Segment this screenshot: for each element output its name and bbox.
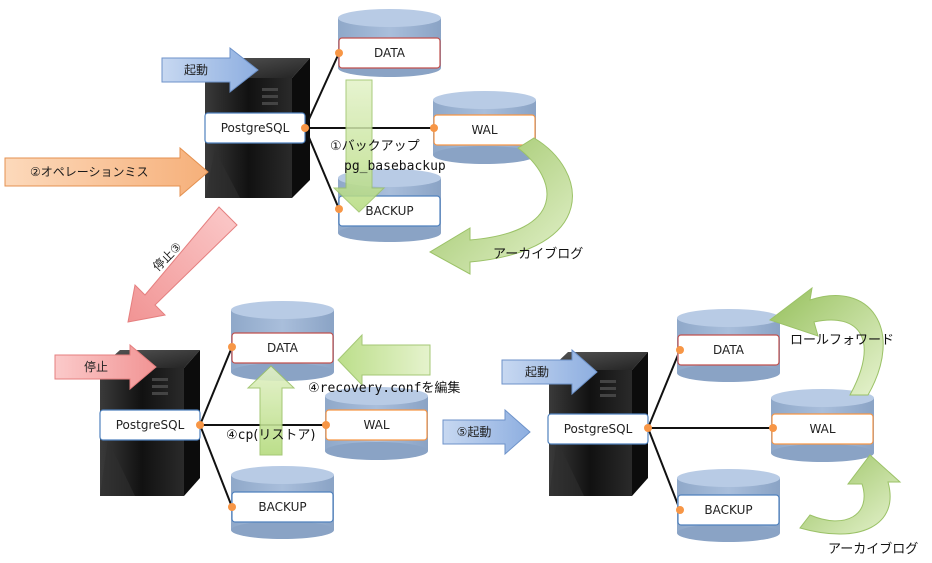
start-arrow-3-label: 起動: [524, 365, 549, 379]
connector-dots-3: [644, 346, 777, 514]
db-wal-3: [771, 389, 874, 462]
edit-note: ④recovery.confを編集: [308, 381, 460, 397]
stop-diagonal-arrow: [127, 206, 238, 323]
start-arrow-2: [442, 408, 531, 456]
scene3: [501, 286, 902, 542]
db-wal-2-label: WAL: [363, 418, 390, 432]
connector-dots-2: [196, 343, 330, 511]
connector-dots-1: [301, 49, 438, 213]
copy-note: ④cp(リストア): [226, 428, 315, 444]
db-data-3: [677, 309, 780, 382]
rollforward-curved-arrow: [768, 286, 884, 396]
stop-arrow-label: 停止: [83, 360, 108, 374]
copy-note-code: cp: [237, 428, 254, 443]
backup-note-line2: pg_basebackup: [344, 159, 446, 174]
db-wal-2: [325, 387, 428, 460]
archive-label-1: アーカイブログ: [493, 247, 584, 262]
server-2-label: PostgreSQL: [115, 418, 185, 432]
connectors-3: [647, 349, 773, 511]
edit-arrow: [337, 333, 431, 387]
edit-note-suffix: を編集: [421, 381, 461, 396]
db-wal-1-label: WAL: [471, 123, 498, 137]
mistake-arrow: [4, 146, 209, 198]
server-3-label: PostgreSQL: [563, 422, 633, 436]
db-backup-2: [231, 466, 334, 539]
backup-note-line1: ①バックアップ: [330, 139, 420, 154]
backup-arrow: [332, 79, 386, 213]
start-arrow-2-label: ⑤起動: [456, 425, 492, 439]
db-wal-3-label: WAL: [809, 422, 836, 436]
edit-note-prefix: ④: [308, 381, 320, 396]
start-arrow-1: [161, 46, 259, 94]
db-backup-3-label: BACKUP: [704, 503, 753, 517]
edit-note-code: recovery.conf: [319, 381, 422, 396]
start-arrow-3: [501, 348, 598, 396]
start-arrow-1-label: 起動: [183, 63, 208, 77]
scene1: [4, 9, 573, 323]
archive-label-3: アーカイブログ: [828, 542, 919, 557]
stop-arrow: [54, 343, 157, 391]
scene2: [54, 301, 531, 539]
db-backup-2-label: BACKUP: [258, 500, 307, 514]
db-data-2: [231, 301, 334, 381]
db-backup-3: [677, 469, 780, 542]
archive-curved-arrow-1: [428, 137, 573, 275]
db-data-1-label: DATA: [374, 46, 405, 60]
db-data-2-label: DATA: [267, 341, 298, 355]
db-data-1: [338, 9, 441, 77]
archive-curved-arrow-3: [799, 454, 902, 535]
mistake-arrow-label: ②オペレーションミス: [30, 165, 149, 179]
db-wal-1: [433, 91, 536, 164]
db-data-3-label: DATA: [713, 343, 744, 357]
server-1-label: PostgreSQL: [220, 121, 290, 135]
copy-note-prefix: ④: [226, 428, 238, 443]
restore-arrow: [246, 365, 296, 456]
rollforward-label: ロールフォワード: [790, 333, 895, 348]
copy-note-suffix: (リストア): [253, 428, 316, 443]
db-backup-1-label: BACKUP: [365, 204, 414, 218]
